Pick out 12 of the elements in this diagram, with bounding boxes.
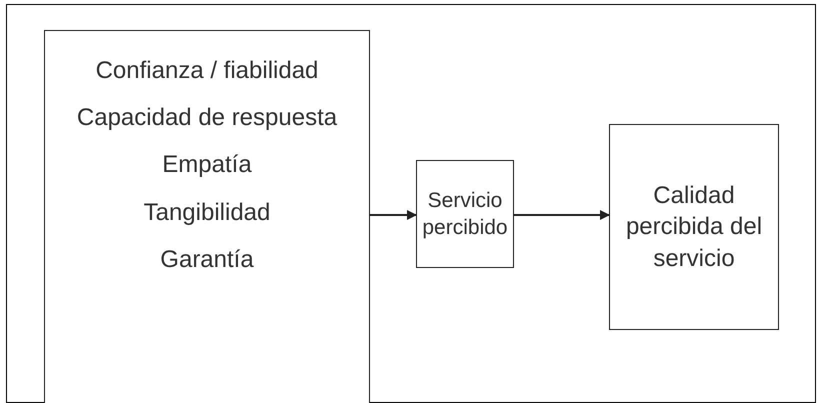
box-text: Tangibilidad bbox=[144, 198, 270, 228]
arrow bbox=[370, 210, 417, 220]
process-box bbox=[609, 124, 779, 330]
process-box bbox=[44, 30, 370, 403]
process-box bbox=[416, 160, 514, 268]
arrow bbox=[514, 210, 610, 220]
box-text: Calidad percibida del servicio bbox=[624, 181, 764, 274]
box-text: Empatía bbox=[162, 150, 252, 180]
box-text: Servicio percibido bbox=[421, 188, 509, 241]
box-text: Confianza / fiabilidad bbox=[96, 56, 318, 86]
box-text: Capacidad de respuesta bbox=[76, 103, 338, 134]
box-text: Garantía bbox=[160, 244, 254, 275]
